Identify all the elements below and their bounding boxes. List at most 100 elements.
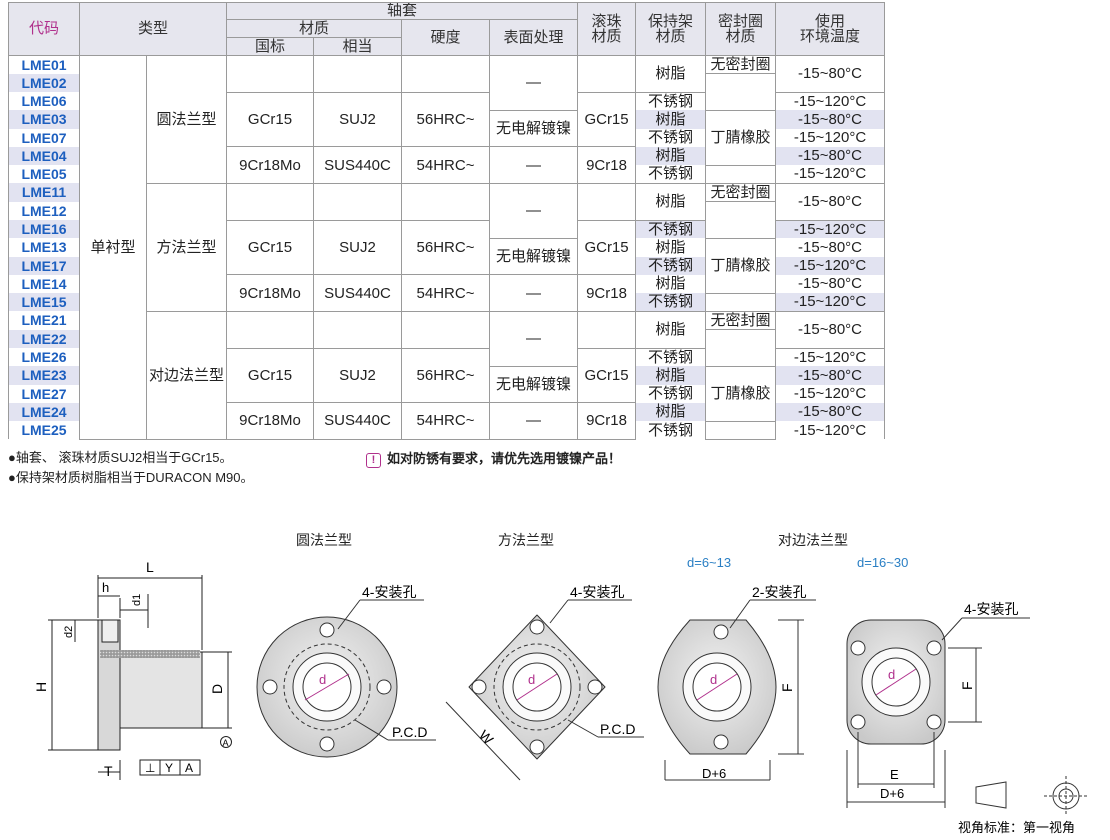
code-cell: LME11 [8, 183, 80, 202]
projection-symbol [975, 776, 1088, 816]
tol-Y: Y [165, 761, 173, 775]
table-cell: -15~80°C [775, 146, 886, 166]
table-cell: 不锈钢 [635, 256, 707, 275]
code-cell: LME02 [8, 73, 80, 93]
label-holes-small: 2-安装孔 [752, 584, 806, 600]
table-cell: 方法兰型 [145, 182, 228, 312]
label-L: L [146, 559, 154, 575]
table-cell [226, 310, 315, 349]
code-cell: LME06 [8, 92, 80, 111]
table-cell: SUS440C [313, 146, 403, 184]
table-cell: 9Cr18 [577, 402, 637, 440]
table-cell: 无电解镀镍 [489, 109, 579, 148]
code-cell: LME16 [8, 220, 80, 239]
table-cell: 不锈钢 [635, 92, 707, 111]
table-cell: 56HRC~ [401, 91, 491, 148]
label-pcd-square: P.C.D [600, 721, 636, 737]
header-retainer: 保持架材质 [635, 2, 707, 56]
table-cell: 无密封圈 [705, 54, 777, 75]
header-gb: 国标 [226, 37, 315, 56]
label-E: E [890, 767, 899, 782]
table-cell: -15~80°C [775, 182, 886, 221]
code-cell: LME21 [8, 311, 80, 330]
table-cell: -15~120°C [775, 92, 886, 111]
table-cell: 不锈钢 [635, 165, 707, 184]
table-cell: 树脂 [635, 402, 707, 422]
range-large: d=16~30 [857, 555, 909, 570]
twoside-flange-small-view [657, 599, 816, 781]
code-cell: LME23 [8, 366, 80, 385]
table-cell: 56HRC~ [401, 219, 491, 276]
header-code: 代码 [8, 2, 80, 56]
table-cell: 无密封圈 [705, 310, 777, 331]
code-cell: LME04 [8, 146, 80, 166]
header-material: 材质 [226, 19, 403, 38]
table-cell: 无密封圈 [705, 182, 777, 203]
table-cell [401, 310, 491, 349]
table-cell: SUJ2 [313, 91, 403, 148]
code-cell: LME05 [8, 165, 80, 184]
table-cell [577, 182, 637, 221]
label-pcd-round: P.C.D [392, 724, 428, 740]
code-cell: LME12 [8, 201, 80, 221]
table-cell: 不锈钢 [635, 348, 707, 367]
warning-text: 如对防锈有要求，请优先选用镀镍产品！ [387, 451, 622, 466]
table-row: LME22 [8, 329, 885, 367]
round-flange-view [256, 599, 436, 758]
label-d-round: d [319, 672, 326, 687]
table-cell [577, 55, 637, 93]
label-h: h [102, 580, 109, 595]
label-d1: d1 [131, 594, 143, 606]
datum-circle [220, 736, 232, 748]
table-cell: 54HRC~ [401, 402, 491, 440]
table-cell: GCr15 [577, 91, 637, 148]
table-cell: 无电解镀镍 [489, 365, 579, 404]
table-cell: 9Cr18 [577, 146, 637, 184]
table-cell: 不锈钢 [635, 384, 707, 403]
table-row: LME02 [8, 73, 885, 111]
spec-table: 代码 类型 轴套 滚珠材质 保持架材质 密封圈材质 使用环境温度 材质 硬度 表… [8, 2, 886, 440]
table-cell: -15~80°C [775, 274, 886, 294]
table-cell: GCr15 [226, 219, 315, 276]
code-cell: LME15 [8, 293, 80, 312]
code-cell: LME24 [8, 402, 80, 422]
code-cell: LME01 [8, 55, 80, 74]
table-cell: SUJ2 [313, 347, 403, 404]
label-D6-large: D+6 [880, 786, 904, 801]
table-cell [401, 55, 491, 93]
table-cell: 不锈钢 [635, 128, 707, 147]
label-T: T [104, 763, 113, 779]
warning-note: !如对防锈有要求，请优先选用镀镍产品！ [366, 448, 621, 468]
table-cell: 9Cr18Mo [226, 146, 315, 184]
table-cell: GCr15 [577, 219, 637, 276]
header-ball: 滚珠材质 [577, 2, 637, 56]
table-cell: -15~80°C [775, 55, 886, 93]
table-cell: -15~120°C [775, 128, 886, 147]
label-holes-round: 4-安装孔 [362, 584, 416, 600]
label-W: W [476, 727, 497, 748]
twoside-flange-large-view [846, 617, 1030, 808]
header-hardness: 硬度 [401, 19, 491, 56]
side-view [48, 575, 232, 780]
table-cell: 9Cr18 [577, 274, 637, 312]
table-cell: 树脂 [635, 110, 707, 129]
table-cell: -15~120°C [775, 256, 886, 275]
note-retainer: ●保持架材质树脂相当于DURACON M90。 [8, 470, 254, 485]
technical-drawings: L h d1 d2 H D A T ⊥ Y A d 4-安装孔 P.C.D d … [33, 559, 1088, 835]
label-d-square: d [528, 672, 535, 687]
square-flange-view [445, 599, 644, 781]
label-D6-small: D+6 [702, 766, 726, 781]
label-holes-large: 4-安装孔 [964, 601, 1018, 617]
table-cell: 丁腈橡胶 [705, 109, 777, 166]
